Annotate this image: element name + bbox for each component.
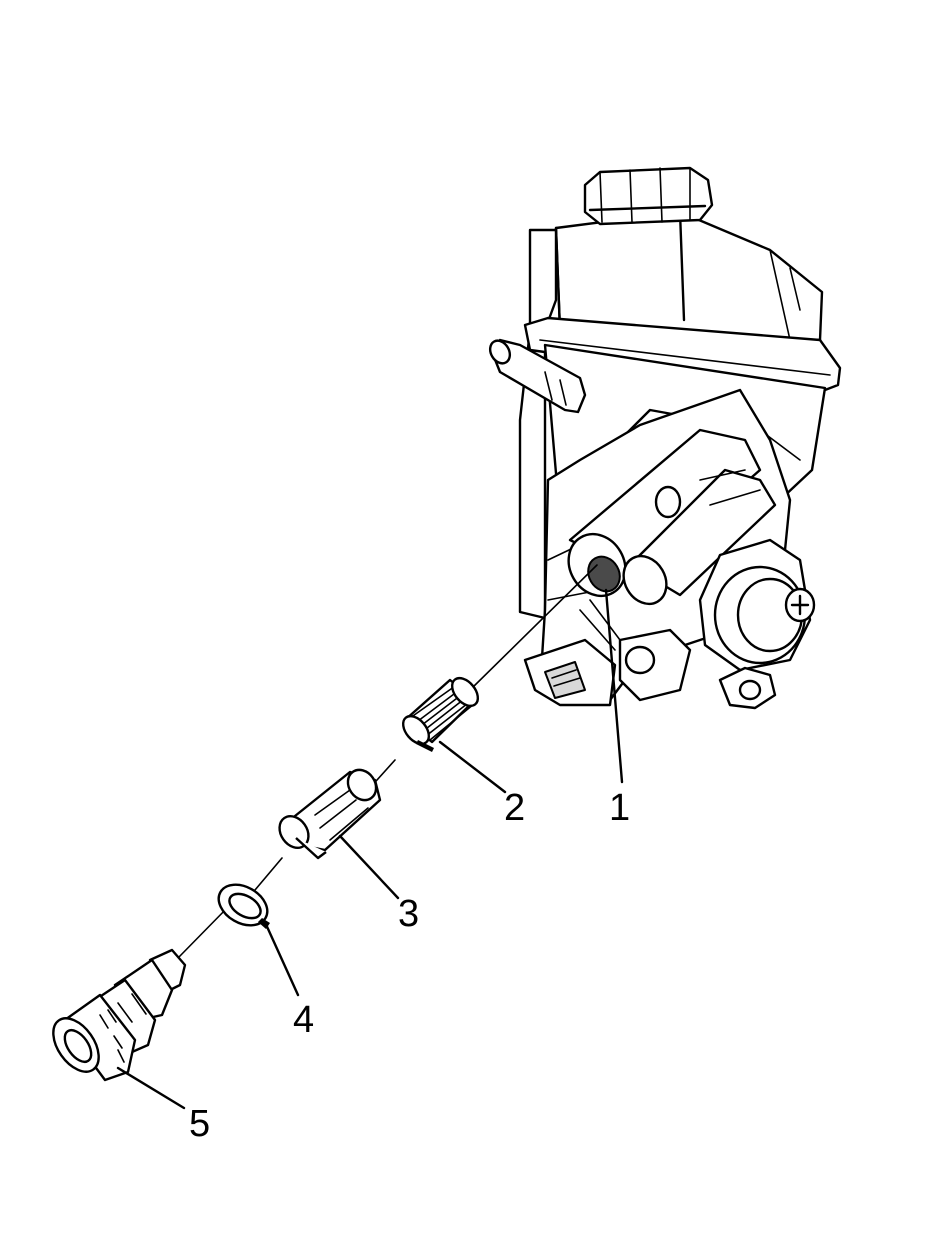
leader-line-3 bbox=[338, 834, 400, 900]
callout-1: 1 bbox=[609, 787, 630, 829]
power-steering-pump-icon bbox=[488, 166, 842, 710]
o-ring-icon bbox=[217, 883, 270, 929]
callout-3: 3 bbox=[398, 893, 419, 935]
callout-2: 2 bbox=[504, 787, 525, 829]
leader-line-1 bbox=[604, 588, 624, 784]
leader-lines bbox=[116, 588, 624, 1110]
valve-icon bbox=[278, 768, 382, 860]
spring-icon bbox=[401, 676, 480, 752]
leader-line-4 bbox=[262, 918, 300, 997]
callout-5: 5 bbox=[189, 1103, 210, 1145]
fitting-icon bbox=[52, 948, 187, 1082]
leader-line-2 bbox=[438, 740, 507, 794]
leader-line-5 bbox=[116, 1066, 186, 1110]
exploded-axis-line bbox=[177, 564, 598, 959]
callout-4: 4 bbox=[293, 999, 314, 1041]
